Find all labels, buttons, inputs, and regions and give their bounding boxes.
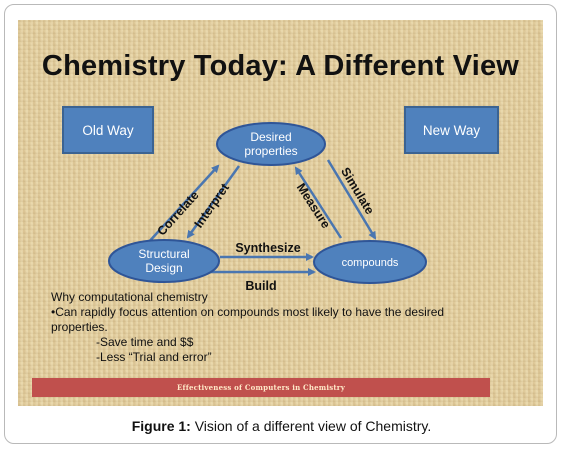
- notes-heading: Why computational chemistry: [51, 290, 208, 304]
- edge-label-synthesize: Synthesize: [235, 241, 300, 255]
- node-compounds: [313, 240, 427, 284]
- caption-text: Vision of a different view of Chemistry.: [190, 418, 432, 434]
- node-desired-line1: Desired: [250, 130, 291, 144]
- slide-title: Chemistry Today: A Different View: [41, 50, 520, 82]
- node-structural-line1: Structural: [138, 247, 189, 261]
- notes-block: Why computational chemistry •Can rapidly…: [51, 290, 521, 365]
- old-way-label: Old Way: [82, 122, 134, 138]
- node-desired-line2: properties: [244, 144, 297, 158]
- notes-sub1: -Save time and $$: [96, 335, 194, 349]
- arrow-correlate: [146, 164, 220, 245]
- notes-bullet-line1: •Can rapidly focus attention on compound…: [51, 305, 445, 319]
- slide: Chemistry Today: A Different View Old Wa…: [18, 20, 543, 406]
- edge-label-correlate: Correlate: [154, 188, 201, 238]
- new-way-label: New Way: [422, 122, 481, 138]
- arrow-simulate: [326, 159, 377, 240]
- node-structural-line2: Design: [145, 261, 182, 275]
- node-desired-properties: [216, 122, 326, 166]
- chemistry-cycle-diagram: Correlate Interpret Measure Simulate Syn…: [108, 122, 427, 293]
- node-compounds-label: compounds: [342, 257, 399, 269]
- arrow-interpret: [186, 165, 241, 239]
- notes-bullet-line2: properties.: [51, 320, 108, 334]
- old-way-box: Old Way: [62, 106, 154, 154]
- figure-caption: Figure 1: Vision of a different view of …: [0, 418, 563, 434]
- footer-banner: Effectiveness of Computers in Chemistry: [32, 378, 490, 397]
- footer-banner-text: Effectiveness of Computers in Chemistry: [177, 383, 345, 392]
- caption-label: Figure 1:: [131, 418, 191, 434]
- edge-label-measure: Measure: [294, 181, 333, 231]
- arrow-measure: [294, 166, 343, 239]
- node-structural-design: [108, 239, 220, 283]
- edge-label-build: Build: [245, 279, 276, 293]
- notes-sub2: -Less “Trial and error”: [96, 350, 212, 364]
- new-way-box: New Way: [404, 106, 499, 154]
